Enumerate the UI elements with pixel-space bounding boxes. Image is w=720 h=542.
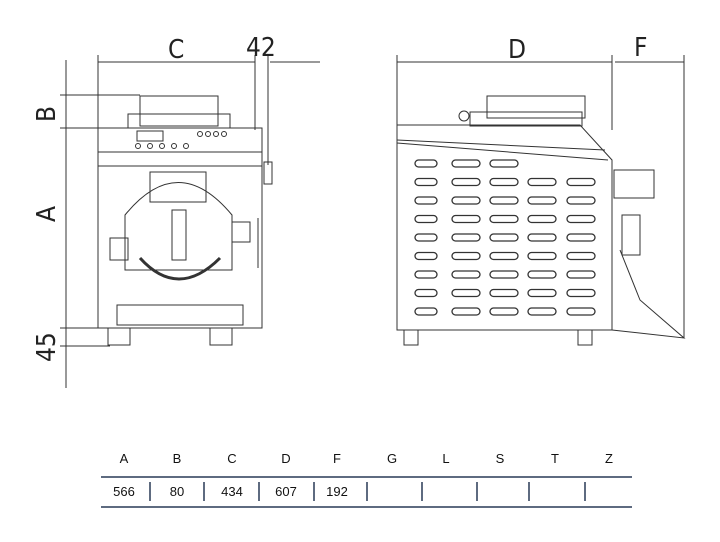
column-separator (313, 482, 315, 501)
vent-slot (527, 214, 557, 224)
column-separator (149, 482, 151, 501)
vent-slot (489, 159, 519, 168)
vent-slot (489, 177, 519, 187)
column-separator (476, 482, 478, 501)
column-separator (258, 482, 260, 501)
vent-slot (451, 177, 481, 187)
table-value: 80 (169, 484, 185, 499)
vent-slot (527, 196, 557, 205)
front-view (97, 95, 273, 346)
vent-slot (414, 214, 438, 224)
column-separator (528, 482, 530, 501)
vent-slot (489, 214, 519, 224)
table-value: 192 (326, 484, 348, 499)
vent-slot (414, 307, 438, 316)
table-header: A (119, 451, 129, 466)
dimension-lines (60, 55, 685, 388)
vent-slot (451, 307, 481, 316)
column-separator (203, 482, 205, 501)
table-bottom-rule (101, 506, 632, 508)
vent-slot (566, 233, 596, 242)
vent-slot (566, 307, 596, 316)
vent-slot (566, 288, 596, 298)
vent-slot (489, 251, 519, 261)
vent-slot (451, 233, 481, 242)
vent-slot (566, 214, 596, 224)
table-value: 566 (113, 484, 135, 499)
dim-label-45: 45 (32, 332, 62, 362)
vent-slot (566, 270, 596, 279)
vent-slot (451, 159, 481, 168)
vent-slot (414, 251, 438, 261)
vent-slot (527, 288, 557, 298)
vent-slot (566, 196, 596, 205)
vent-slot (451, 214, 481, 224)
vent-slot (489, 270, 519, 279)
dim-label-a: A (32, 206, 62, 222)
table-header: F (333, 451, 341, 466)
machine-drawing: C 42 D F B A 45 (32, 33, 686, 388)
vent-slot (451, 196, 481, 205)
vent-slot (527, 251, 557, 261)
vent-slot (527, 270, 557, 279)
vent-slot (489, 307, 519, 316)
table-header: L (442, 451, 450, 466)
table-header: C (227, 451, 237, 466)
vent-slot (527, 307, 557, 316)
column-separator (366, 482, 368, 501)
table-header: B (172, 451, 182, 466)
table-header: T (551, 451, 559, 466)
table-header: G (386, 451, 398, 466)
vent-slot (414, 196, 438, 205)
vent-slot (489, 233, 519, 242)
vent-slot (527, 233, 557, 242)
side-view (396, 95, 686, 346)
dim-label-b: B (32, 106, 62, 122)
dim-label-c: C (168, 35, 184, 65)
vent-slot (414, 177, 438, 187)
vent-slot (489, 288, 519, 298)
vent-slot (489, 196, 519, 205)
dim-label-d: D (508, 35, 526, 65)
vent-slot (451, 251, 481, 261)
vent-slot (451, 288, 481, 298)
vent-slot (566, 251, 596, 261)
vent-slot (414, 288, 438, 298)
table-header: S (495, 451, 505, 466)
column-separator (421, 482, 423, 501)
table-value: 607 (275, 484, 297, 499)
table-value: 434 (221, 484, 243, 499)
vent-slot (414, 270, 438, 279)
vent-slot (451, 270, 481, 279)
table-top-rule (101, 476, 632, 478)
dim-label-42: 42 (246, 33, 276, 63)
vent-slot (566, 177, 596, 187)
vent-slot (414, 233, 438, 242)
dim-label-f: F (634, 33, 647, 63)
vent-slot (414, 159, 438, 168)
vent-slot (527, 177, 557, 187)
table-header: Z (605, 451, 613, 466)
column-separator (584, 482, 586, 501)
table-header: D (281, 451, 291, 466)
